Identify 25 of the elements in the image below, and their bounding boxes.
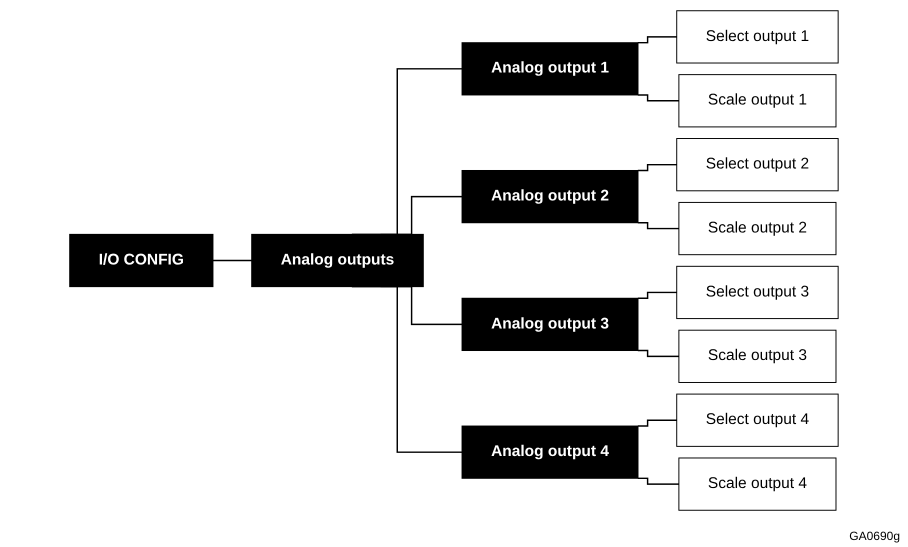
connector <box>638 291 677 298</box>
node-box: Analog output 2 <box>462 169 639 223</box>
connector <box>213 259 252 261</box>
connector <box>638 163 677 171</box>
connector <box>638 419 677 426</box>
node-box: Select output 2 <box>676 138 839 191</box>
node-box: Scale output 2 <box>678 201 837 255</box>
node-box: Select output 1 <box>676 10 839 63</box>
connector <box>638 349 679 357</box>
node-box: Scale output 3 <box>678 329 837 382</box>
connector <box>638 222 679 229</box>
node-box: Analog output 4 <box>462 425 639 478</box>
connector <box>638 36 677 43</box>
connector <box>638 477 679 484</box>
node-box: Scale output 4 <box>678 457 837 510</box>
node-box: Analog outputs <box>251 233 424 287</box>
node-box: Select output 4 <box>676 393 839 446</box>
node-box: Select output 3 <box>676 265 839 319</box>
figure-code: GA0690g <box>849 529 900 543</box>
node-box: Analog output 1 <box>462 42 639 95</box>
connector <box>638 94 679 101</box>
node-box: Analog output 3 <box>462 297 639 351</box>
node-box: Scale output 1 <box>678 74 837 127</box>
connector <box>352 285 462 452</box>
node-box: I/O CONFIG <box>69 233 214 287</box>
